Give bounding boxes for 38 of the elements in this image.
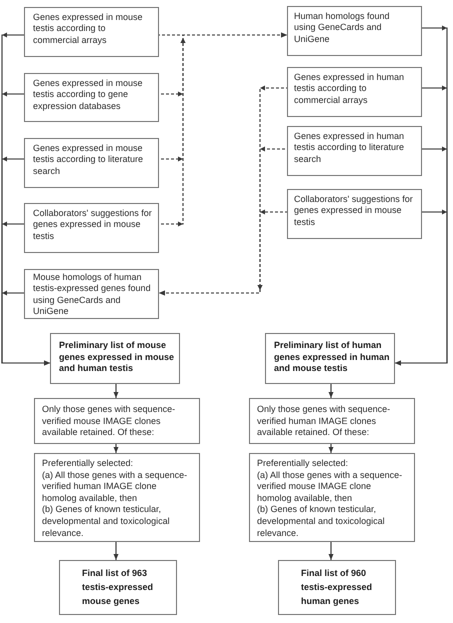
process-box (278, 560, 396, 615)
process-box (50, 333, 180, 384)
process-box (24, 73, 159, 122)
process-box (59, 560, 177, 615)
step-text: (b) Genes of known testicular, developmental and toxicological relevance. (257, 504, 386, 540)
step-text: (a) All those genes with a sequence-verified mouse IMAGE clone homolog available, then (257, 470, 404, 504)
step-text: Only those genes with sequence-verified mouse IMAGE clones available retained. Of these: (42, 404, 176, 439)
process-box (249, 398, 415, 444)
step-text: Final list of 963 testis-expressed mouse genes (82, 567, 154, 608)
step-text: Genes expressed in mouse testis according to literature search (33, 142, 144, 178)
step-text: Genes expressed in mouse testis according to commercial arrays (33, 12, 144, 46)
process-box (24, 269, 159, 319)
process-box (287, 67, 422, 117)
process-box (287, 126, 422, 176)
step-text: Collaborators' suggestions for genes expressed in mouse testis (33, 208, 153, 242)
process-box (24, 7, 159, 57)
process-box (287, 6, 422, 56)
step-text: Collaborators' suggestions for genes expressed in mouse testis (294, 194, 414, 228)
process-box (265, 333, 395, 384)
process-box (24, 138, 159, 188)
step-text: Final list of 960 testis-expressed human genes (301, 567, 374, 608)
step-text: Genes expressed in human testis according to literature search (294, 130, 406, 166)
process-box (34, 398, 200, 444)
step-text: Genes expressed in mouse testis according to gene expression databases (33, 78, 144, 112)
process-box (34, 453, 200, 542)
step-text: (b) Genes of known testicular, developmental and toxicological relevance. (42, 504, 171, 540)
step-text: Preliminary list of human genes expressed in human and mouse testis (274, 340, 391, 375)
process-box (287, 189, 422, 239)
step-text: Mouse homologs of human testis-expressed genes found using GeneCards and UniGene (33, 272, 152, 318)
step-text: Preferentially selected: (257, 458, 350, 470)
step-text: Only those genes with sequence-verified human IMAGE clones available retained. Of these: (257, 404, 392, 439)
process-box (249, 453, 415, 542)
step-text: Preliminary list of mouse genes expressed in mouse and human testis (59, 340, 176, 375)
step-text: Human homologs found using GeneCards and UniGene (294, 10, 391, 46)
step-text: (a) All those genes with a sequence-verified human IMAGE clone homolog available, then (42, 470, 188, 504)
step-text: Preferentially selected: (42, 458, 134, 470)
step-text: Genes expressed in human testis according to commercial arrays (294, 72, 406, 106)
process-box (24, 203, 159, 253)
